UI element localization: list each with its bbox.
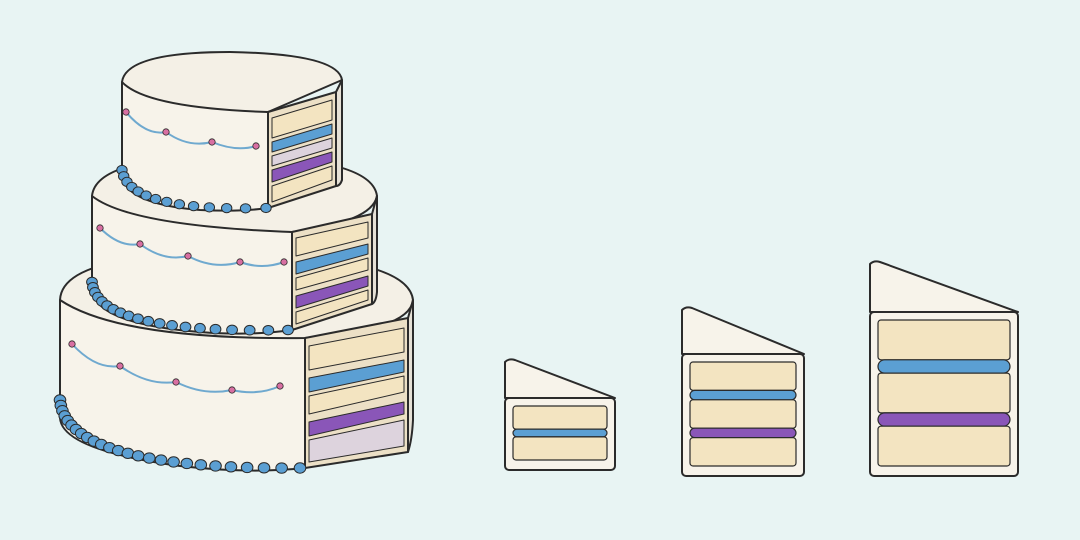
- slice-top-frosting: [681, 306, 805, 355]
- pearl-decorations: [68, 108, 288, 394]
- tier-middle-outer-edge: [371, 195, 378, 305]
- bead: [167, 456, 180, 468]
- pearl: [280, 258, 288, 266]
- pearl: [116, 362, 124, 370]
- cake-slices: [504, 260, 1019, 477]
- bead: [194, 459, 208, 471]
- bead: [161, 196, 173, 207]
- tier-top-outer-edge: [335, 79, 343, 187]
- bead: [282, 324, 294, 336]
- sponge-layer: [271, 99, 333, 139]
- bead: [293, 462, 307, 474]
- sponge-layer: [271, 137, 333, 167]
- pearl: [228, 386, 236, 394]
- slice-top-frosting: [504, 358, 616, 399]
- pearl: [236, 258, 244, 266]
- sponge-layer: [295, 289, 369, 325]
- bead: [131, 450, 145, 462]
- slice-top-frosting: [869, 260, 1019, 313]
- bead: [262, 324, 275, 336]
- tiered-cake: [53, 51, 414, 474]
- bead: [275, 462, 288, 474]
- blue-filling-layer: [308, 359, 405, 393]
- purple-filling-layer: [877, 412, 1011, 427]
- purple-filling-layer: [271, 151, 333, 183]
- bead: [132, 313, 144, 324]
- bead: [243, 324, 256, 336]
- bead: [149, 193, 162, 205]
- sponge-layer: [689, 437, 797, 467]
- bead: [180, 457, 194, 470]
- pearl: [122, 108, 130, 116]
- bead: [224, 461, 238, 473]
- bead: [260, 202, 272, 214]
- sponge-layer: [689, 361, 797, 391]
- sponge-layer: [295, 221, 369, 257]
- blue-filling-layer: [295, 243, 369, 275]
- pearl: [208, 138, 216, 146]
- sponge-layer: [689, 399, 797, 429]
- blue-filling-layer: [271, 123, 333, 153]
- bead-borders: [53, 164, 307, 474]
- cake-slice-2: [681, 306, 805, 477]
- sponge-layer: [295, 257, 369, 291]
- purple-filling-layer: [689, 427, 797, 439]
- pearl: [68, 340, 76, 348]
- bead: [187, 201, 200, 212]
- pearl: [136, 240, 144, 248]
- sponge-layer: [308, 419, 405, 463]
- tier-bottom-outer-edge: [407, 299, 414, 453]
- blue-filling-layer: [689, 389, 797, 401]
- pearl: [276, 382, 284, 390]
- bead: [142, 452, 156, 464]
- swag-decoration: [125, 111, 257, 150]
- cake-slice-3: [869, 260, 1019, 477]
- pearl: [172, 378, 180, 386]
- pearl: [252, 142, 260, 150]
- bead: [240, 461, 254, 474]
- blue-filling-layer: [512, 428, 608, 438]
- bead: [226, 324, 238, 336]
- cake-tier-top: [121, 51, 343, 212]
- sponge-layer: [877, 372, 1011, 414]
- sponge-layer: [308, 327, 405, 371]
- sponge-layer: [877, 319, 1011, 361]
- sponge-layer: [877, 425, 1011, 467]
- sponge-layer: [308, 375, 405, 415]
- pearl: [184, 252, 192, 260]
- bead: [179, 321, 192, 333]
- sponge-layer: [512, 405, 608, 430]
- bead: [209, 323, 222, 335]
- bead: [209, 460, 222, 472]
- bead: [220, 203, 233, 214]
- bead: [153, 318, 166, 329]
- bead: [140, 190, 152, 201]
- cake-slice-1: [504, 358, 616, 471]
- bead: [154, 454, 168, 466]
- pearl: [96, 224, 104, 232]
- sponge-layer: [271, 165, 333, 203]
- bead: [142, 315, 155, 327]
- bead: [239, 203, 252, 214]
- purple-filling-layer: [308, 401, 405, 437]
- bead: [203, 202, 216, 213]
- pearl: [162, 128, 170, 136]
- bead: [121, 447, 135, 460]
- sponge-layer: [512, 436, 608, 461]
- purple-filling-layer: [295, 275, 369, 309]
- bead: [166, 320, 178, 331]
- bead: [194, 322, 206, 334]
- blue-filling-layer: [877, 359, 1011, 374]
- bead: [173, 199, 186, 210]
- bead: [257, 462, 271, 474]
- tier-top-top: [121, 51, 343, 113]
